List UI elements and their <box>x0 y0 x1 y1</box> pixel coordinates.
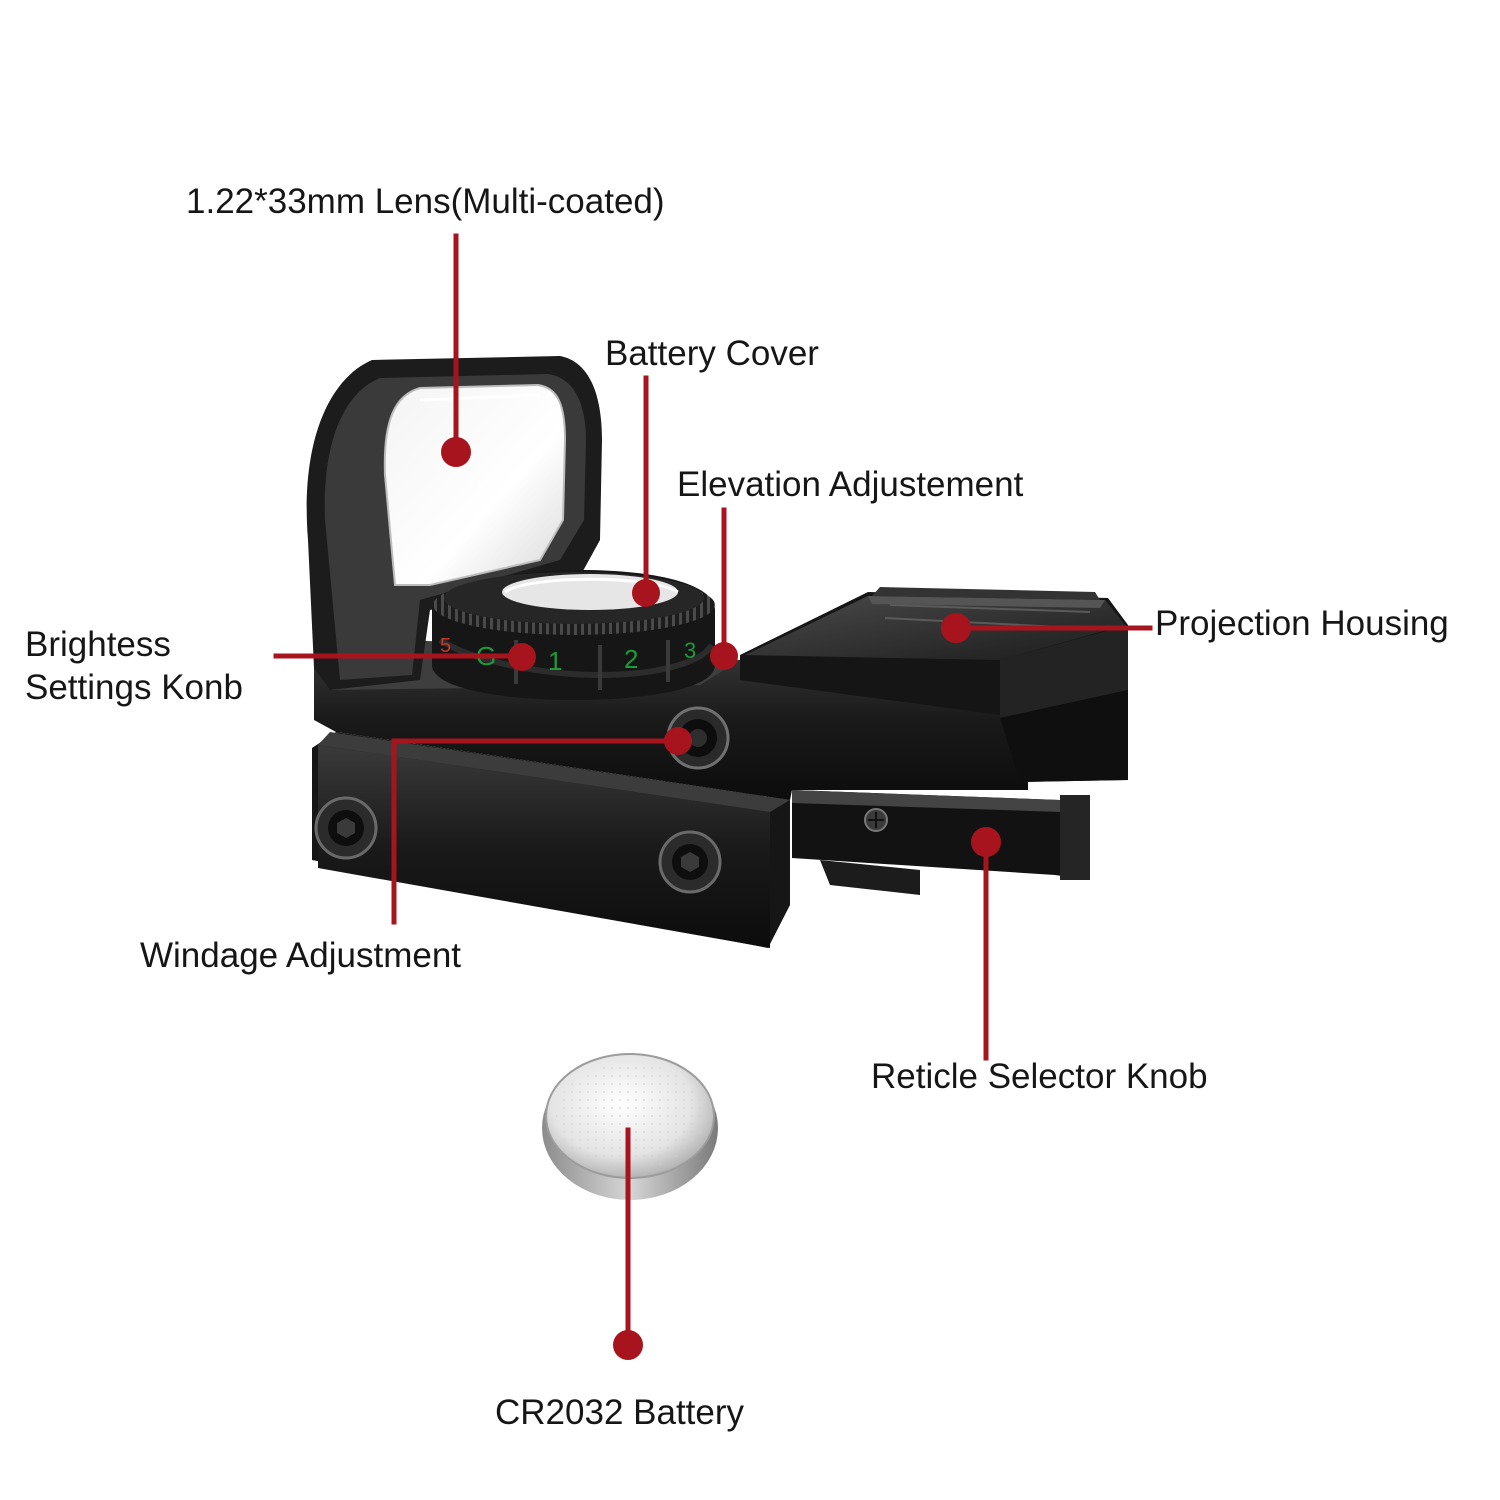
dial-digit-5: 5 <box>440 635 451 657</box>
label-battery: CR2032 Battery <box>495 1393 745 1432</box>
dot-lens <box>441 437 471 467</box>
dial-digit-3: 3 <box>684 638 696 663</box>
label-battery-cover: Battery Cover <box>605 334 819 373</box>
label-projection-housing: Projection Housing <box>1155 604 1449 643</box>
lens-glass <box>383 383 567 586</box>
mount-screw-right <box>658 830 722 894</box>
dot-brightness <box>508 643 536 671</box>
dot-reticle-selector <box>971 827 1001 857</box>
dot-battery <box>613 1330 643 1360</box>
dot-battery-cover <box>632 579 660 607</box>
lens-hood <box>306 356 602 690</box>
dial-digit-2: 2 <box>624 644 638 674</box>
label-brightness: Brightess Settings Konb <box>25 623 325 709</box>
brightness-dial: 5 G 1 2 3 <box>432 570 715 700</box>
sight-illustration: 5 G 1 2 3 <box>306 356 1128 948</box>
dial-digit-1: 1 <box>548 646 562 676</box>
leader-lines <box>273 233 1153 1347</box>
dot-elevation <box>710 642 738 670</box>
label-elevation: Elevation Adjustement <box>677 465 1024 504</box>
label-brightness-line1: Brightess <box>25 625 171 664</box>
label-lens: 1.22*33mm Lens(Multi-coated) <box>186 182 665 221</box>
leader-dots <box>441 437 1001 1360</box>
reticle-selector-ring <box>792 790 1090 895</box>
label-windage: Windage Adjustment <box>140 936 462 975</box>
label-brightness-line2: Settings Konb <box>25 668 243 707</box>
mount-screw-left <box>314 796 378 860</box>
label-reticle-selector: Reticle Selector Knob <box>871 1057 1208 1096</box>
leader-windage <box>391 738 679 925</box>
dot-windage <box>664 727 692 755</box>
dot-projection-housing <box>941 613 971 643</box>
projection-housing <box>740 587 1128 782</box>
